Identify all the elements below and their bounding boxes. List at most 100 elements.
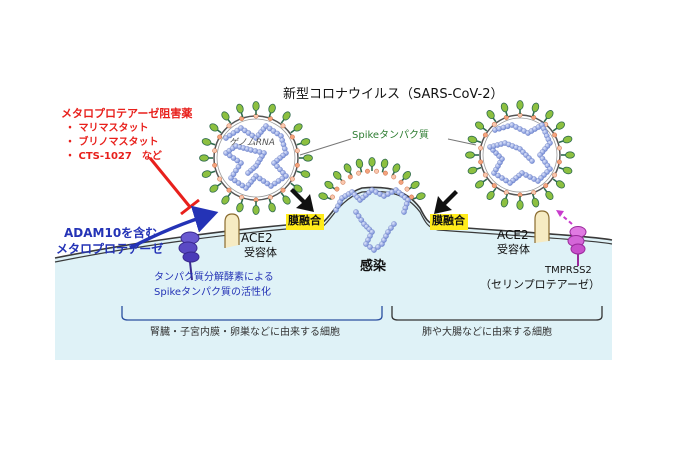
spike-protein-icon (545, 110, 554, 120)
rna-bead (388, 225, 394, 231)
spike-protein-icon (555, 121, 565, 130)
membrane-protein-icon (365, 168, 370, 174)
spike-protein-icon (410, 180, 420, 189)
membrane-protein-icon (556, 159, 562, 165)
spike-protein-icon (402, 170, 412, 180)
fusion-badge-left: 膜融合 (288, 214, 321, 227)
spike-protein-icon (486, 110, 495, 120)
tmprss2-protease-icon (567, 226, 587, 266)
fusion-badge-left-bg (286, 214, 324, 230)
tmprss2-label: TMPRSS2 (545, 265, 592, 276)
membrane-protein-icon (294, 148, 300, 154)
inhibitor-heading: メタロプロテアーゼ阻害薬 (61, 107, 193, 120)
adam10-activation-arrow (129, 205, 219, 250)
adam10-label: メタロプロテアーゼ (56, 242, 164, 256)
membrane-protein-icon (552, 172, 558, 178)
rna-bead (371, 247, 377, 253)
membrane-protein-icon (503, 190, 509, 196)
rna-bead (529, 158, 535, 164)
membrane-protein-icon (482, 132, 488, 138)
rna-bead (358, 217, 365, 223)
spike-protein-icon (392, 163, 401, 173)
membrane-protein-icon (212, 148, 218, 154)
spike-protein-icon (465, 151, 475, 159)
spike-protein-icon (486, 190, 495, 200)
virus-right (465, 100, 575, 210)
rna-bead (401, 209, 407, 215)
spike-protein-icon (332, 170, 342, 180)
membrane-protein-icon (330, 194, 335, 200)
rna-bead (499, 175, 505, 181)
membrane-protein-icon (294, 162, 300, 168)
cell-membrane (54, 186, 613, 259)
membrane-protein-icon (409, 194, 414, 200)
ace2-label-right: ACE2 (497, 228, 529, 242)
membrane-protein-icon (482, 172, 488, 178)
activation-label: Spikeタンパク質の活性化 (154, 287, 272, 298)
inhibitor-item: ・ CTS-1027 など (65, 151, 162, 162)
membrane-protein-icon (212, 162, 218, 168)
membrane-protein-icon (491, 121, 497, 127)
host-cell (55, 187, 612, 360)
membrane-protein-icon (289, 134, 295, 140)
spike-protein-icon (565, 151, 575, 159)
spike-protein-icon (531, 102, 540, 113)
membrane-protein-icon (267, 195, 273, 200)
membrane-protein-icon (404, 186, 410, 192)
spike-protein-icon (293, 184, 303, 193)
genome-rna-label: ゲノムRNA (229, 138, 275, 148)
membrane-protein-icon (280, 123, 286, 129)
rna-bead (353, 209, 359, 215)
membrane-protein-icon (340, 179, 346, 185)
rna-bead (385, 229, 391, 235)
spike-protein-icon (221, 111, 230, 121)
spike-protein-icon (324, 180, 334, 189)
spike-protein-icon (467, 135, 478, 144)
spike-protein-icon (355, 158, 364, 169)
viral-envelope-inner (482, 117, 558, 193)
spike-protein-icon (555, 180, 565, 189)
ace2-receptor-right (534, 210, 550, 243)
rna-bead (375, 244, 381, 250)
spike-protein-icon (343, 163, 352, 173)
spike-protein-icon (562, 166, 573, 175)
inhibition-arrow (148, 157, 200, 216)
membrane-protein-icon (391, 174, 397, 180)
spike-protein-icon (236, 202, 244, 213)
membrane-protein-icon (478, 145, 484, 151)
tmprss2-desc: （セリンプロテアーゼ） (480, 278, 601, 291)
fusion-badge-right: 膜融合 (432, 214, 465, 227)
membrane-protein-icon (503, 114, 509, 120)
left-cells-bracket (121, 306, 383, 321)
infection-label: 感染 (360, 259, 387, 274)
activation-label: タンパク質分解酵素による (154, 272, 274, 283)
spike-protein-icon (516, 100, 524, 110)
spike-protein-icon (500, 197, 509, 208)
rna-bead (363, 241, 369, 247)
rna-bead (495, 172, 501, 179)
membrane-protein-icon (217, 176, 223, 182)
spike-protein-icon (300, 138, 311, 146)
spike-protein-icon (475, 180, 485, 189)
membrane-protein-icon (289, 176, 295, 182)
membrane-protein-icon (280, 187, 286, 193)
fusion-badge-right-bg (430, 214, 468, 230)
membrane-protein-icon (217, 134, 223, 140)
membrane-protein-icon (478, 159, 484, 165)
spike-protein-icon (199, 154, 209, 162)
membrane-protein-icon (556, 145, 562, 151)
fusion-arrow-right-icon (434, 190, 458, 214)
left-cells-label: 腎臓・子宮内膜・卵巣などに由来する細胞 (150, 327, 340, 338)
spike-protein-icon (201, 138, 212, 146)
membrane-protein-icon (226, 123, 232, 129)
virus-left (199, 101, 313, 215)
adam10-protease-icon (178, 231, 200, 281)
adam10-label: ADAM10を含む (64, 226, 158, 240)
spike-protein-icon (282, 195, 291, 205)
rna-bead (507, 180, 513, 186)
spike-label-lines (299, 138, 477, 156)
spike-protein-icon (268, 103, 276, 114)
membrane-protein-icon (226, 187, 232, 193)
spike-protein-icon (368, 157, 376, 167)
